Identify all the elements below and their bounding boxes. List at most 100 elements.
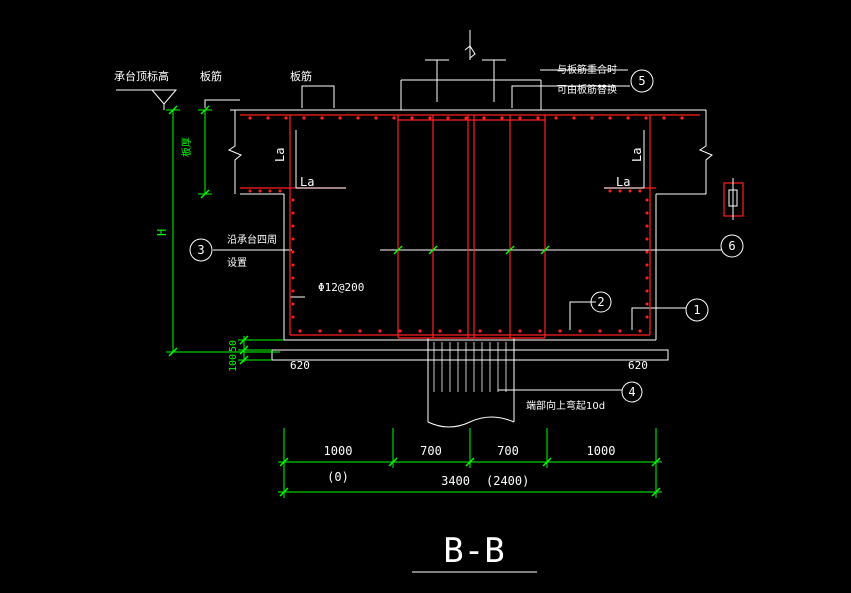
- label-slab-rebar-left: 板筋: [200, 69, 222, 83]
- side-rebar-dot: [291, 250, 295, 254]
- note5-rebar: [511, 85, 540, 108]
- slab-rebar-dot: [392, 116, 396, 120]
- rebar-dots: [248, 116, 684, 333]
- callout-circle-3: [189, 238, 213, 262]
- dim-total-alt: (2400): [486, 474, 529, 488]
- label-note4: 端部向上弯起10d: [526, 399, 605, 412]
- slab-rebar-hook-left: [204, 99, 240, 108]
- side-rebar-dot: [291, 198, 295, 202]
- cap-rebar-dot: [398, 329, 402, 333]
- dim-tick: [168, 347, 178, 357]
- dim-tick: [239, 355, 249, 365]
- slab-rebar-dot: [338, 116, 342, 120]
- label-slab-thickness: 板厚: [180, 137, 193, 157]
- label-la-left-h: La: [300, 175, 314, 189]
- dim-tick: [239, 335, 249, 345]
- slab-rebar-dot: [500, 116, 504, 120]
- dim-tick: [279, 487, 289, 497]
- callout-circle-4: [621, 381, 643, 403]
- label-dim-100: 100: [228, 354, 239, 372]
- section-title: B-B: [443, 531, 504, 571]
- cap-rebar-dot: [498, 329, 502, 333]
- cap-rebar-dot: [618, 329, 622, 333]
- dim-segment-2: 700: [420, 444, 442, 458]
- slab-rebar-dot: [302, 116, 306, 120]
- callout-3: 3: [197, 243, 204, 257]
- dim-sub-left: (0): [327, 470, 349, 484]
- slab-rebar-dot: [572, 116, 576, 120]
- dim-tick: [651, 457, 661, 467]
- slab-bottom-dot: [628, 189, 632, 193]
- side-rebar-dot: [291, 302, 295, 306]
- cap-rebar-dot: [598, 329, 602, 333]
- break-line-left: [227, 110, 242, 194]
- slab-rebar-dot: [320, 116, 324, 120]
- label-height-H: H: [155, 229, 169, 236]
- cap-rebar-dot: [418, 329, 422, 333]
- slab-rebar-dot: [608, 116, 612, 120]
- leader-1: [631, 307, 686, 330]
- slab-rebar-dot: [428, 116, 432, 120]
- break-line-right: [698, 110, 713, 194]
- detail-box: [728, 189, 738, 207]
- cap-rebar-dot: [298, 329, 302, 333]
- side-rebar-dot: [645, 211, 649, 215]
- slab-rebar-dot: [590, 116, 594, 120]
- label-note5-line2: 可由板筋替换: [557, 83, 617, 96]
- callout-circle-6: [720, 234, 744, 258]
- dim-tick: [465, 457, 475, 467]
- label-dim-620-right: 620: [628, 359, 648, 372]
- slab-bottom-dot: [268, 189, 272, 193]
- dim-segment-4: 1000: [587, 444, 616, 458]
- pile-hatch: [433, 342, 507, 392]
- side-rebar-dot: [291, 224, 295, 228]
- side-rebar-dot: [291, 315, 295, 319]
- slab-rebar-dot: [410, 116, 414, 120]
- side-rebar-dot: [645, 250, 649, 254]
- callout-1: 1: [693, 303, 700, 317]
- slab-rebar-dot: [626, 116, 630, 120]
- column-break: [464, 45, 476, 59]
- side-rebar-dot: [291, 237, 295, 241]
- dim-tick: [279, 457, 289, 467]
- cap-rebar-dot: [578, 329, 582, 333]
- slab-rebar-dot: [356, 116, 360, 120]
- slab-rebar-dot: [518, 116, 522, 120]
- slab-bottom-dot: [608, 189, 612, 193]
- callout-circles: [189, 69, 744, 403]
- label-stirrup-spec: Φ12@200: [318, 281, 364, 294]
- dim-tick: [168, 105, 178, 115]
- la-arrows: [295, 130, 645, 189]
- cap-rebar-dot: [518, 329, 522, 333]
- dim-tick: [651, 487, 661, 497]
- dim-total: 3400: [441, 474, 470, 488]
- slab-rebar-dot: [644, 116, 648, 120]
- leader-tick: [393, 245, 403, 255]
- side-rebar-dot: [645, 289, 649, 293]
- slab-rebar-dot: [446, 116, 450, 120]
- cap-rebar-dot: [338, 329, 342, 333]
- label-dim-50: 50: [228, 340, 239, 352]
- slab-rebar-dot: [266, 116, 270, 120]
- pile-break: [427, 416, 515, 428]
- leader-tick: [505, 245, 515, 255]
- side-rebar-dot: [645, 263, 649, 267]
- callout-circle-1: [685, 298, 709, 322]
- label-dim-620-left: 620: [290, 359, 310, 372]
- side-rebar-dot: [645, 302, 649, 306]
- slab-bottom-dot: [248, 189, 252, 193]
- label-la-right-v: La: [630, 148, 644, 162]
- cap-rebar-dot: [438, 329, 442, 333]
- slab-rebar-dot: [554, 116, 558, 120]
- leader-tick: [540, 245, 550, 255]
- cap-rebar-dot: [458, 329, 462, 333]
- callout-4: 4: [628, 385, 635, 399]
- cap-rebar-dot: [318, 329, 322, 333]
- slab-rebar-dot: [248, 116, 252, 120]
- dim-tick: [200, 105, 210, 115]
- cap-rebar-dot: [478, 329, 482, 333]
- callout-circle-5: [630, 69, 654, 93]
